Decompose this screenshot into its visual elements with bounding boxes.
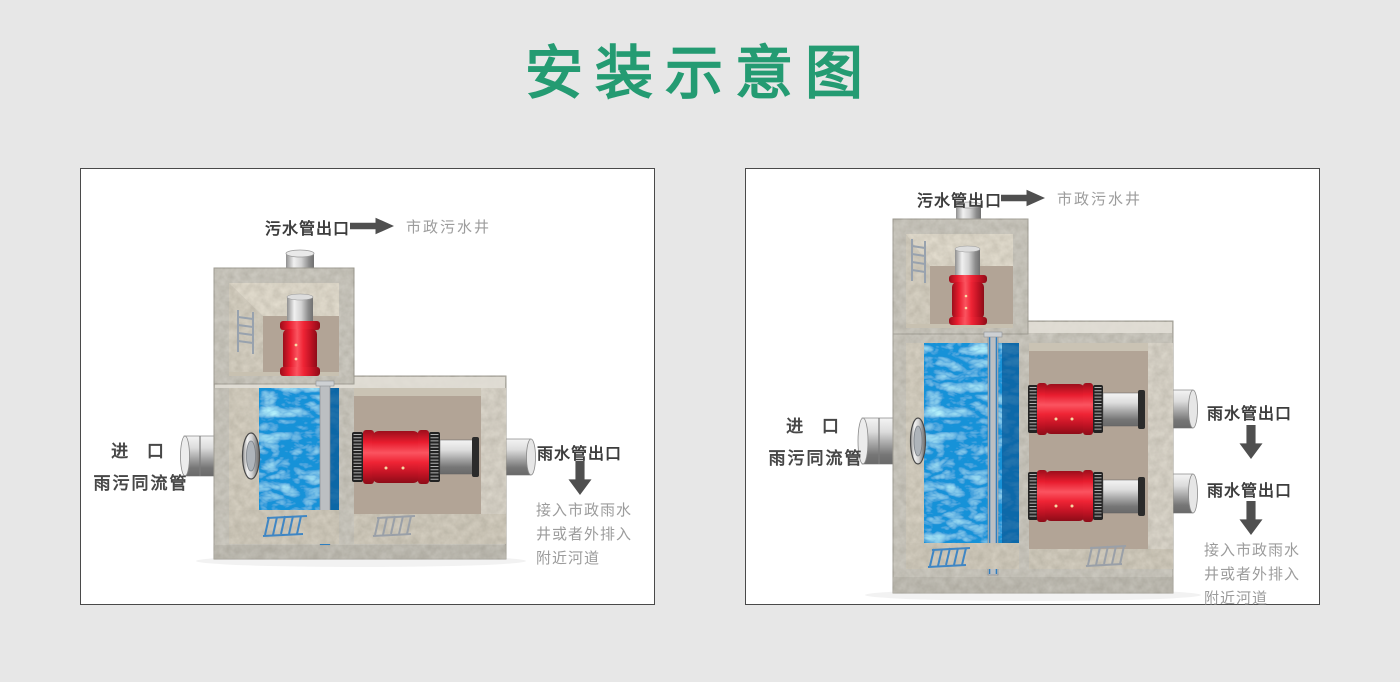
rain-outlet-label: 雨水管出口 bbox=[537, 446, 623, 463]
inlet-label: 进 口 雨污同流管 bbox=[89, 437, 193, 494]
rain-note-line2: 井或者外排入 bbox=[1204, 566, 1301, 583]
floor-ladder-icon bbox=[927, 547, 971, 568]
sewage-valve bbox=[949, 245, 987, 325]
rain-note-line3: 附近河道 bbox=[1204, 590, 1269, 607]
sewage-target-label: 市政污水井 bbox=[406, 219, 492, 236]
sewage-outlet-label: 污水管出口 bbox=[917, 193, 1003, 210]
inlet-label-line2: 雨污同流管 bbox=[768, 449, 864, 468]
rain-valve bbox=[352, 430, 479, 484]
water-chamber bbox=[229, 380, 339, 546]
rain-note-line1: 接入市政雨水 bbox=[1204, 542, 1301, 559]
inlet-pipe bbox=[857, 417, 895, 465]
rain-outlet-label-2: 雨水管出口 bbox=[1207, 483, 1293, 500]
rain-note-line2: 井或者外排入 bbox=[536, 526, 633, 543]
sewage-outlet-pipe bbox=[955, 201, 982, 221]
sewage-outlet-pipe bbox=[285, 249, 315, 270]
sewage-valve bbox=[280, 293, 320, 376]
rain-note-line1: 接入市政雨水 bbox=[536, 502, 633, 519]
diagram-panel-right: 污水管出口 市政污水井 进 口 雨污同流管 雨水管出口 雨水管出口 接入市政雨水… bbox=[745, 168, 1320, 607]
upper-chamber bbox=[892, 218, 1029, 335]
floor-ladder-icon bbox=[372, 515, 416, 537]
rain-note: 接入市政雨水 井或者外排入 附近河道 bbox=[536, 499, 648, 571]
water-chamber bbox=[906, 331, 1019, 576]
inlet-label-line1: 进 口 bbox=[786, 417, 846, 436]
left-installation-illustration bbox=[180, 249, 536, 567]
rain-valve-1 bbox=[1028, 383, 1145, 435]
inlet-label-line1: 进 口 bbox=[111, 442, 171, 461]
rain-note: 接入市政雨水 井或者外排入 附近河道 bbox=[1204, 539, 1316, 611]
bottom-wall bbox=[893, 577, 1173, 593]
floor-ladder-icon bbox=[262, 515, 308, 537]
wall-ladder-icon bbox=[237, 310, 254, 354]
rain-valve-2 bbox=[1028, 470, 1145, 522]
page-title: 安装示意图 bbox=[524, 41, 875, 106]
inlet-label-line2: 雨污同流管 bbox=[93, 474, 189, 493]
wall-ladder-icon bbox=[911, 239, 926, 283]
bottom-wall bbox=[214, 545, 506, 559]
diagram-panel-left: 污水管出口 市政污水井 进 口 雨污同流管 雨水管出口 接入市政雨水 井或者外排… bbox=[80, 168, 655, 605]
inlet-label: 进 口 雨污同流管 bbox=[766, 412, 866, 469]
rain-outlet-label-1: 雨水管出口 bbox=[1207, 406, 1293, 423]
upper-chamber bbox=[213, 267, 355, 385]
right-installation-illustration bbox=[857, 201, 1201, 601]
floor-ladder-icon bbox=[1085, 545, 1127, 567]
sewage-target-label: 市政污水井 bbox=[1057, 191, 1143, 208]
rain-note-line3: 附近河道 bbox=[536, 550, 601, 567]
inlet-port-flange bbox=[909, 417, 927, 465]
sewage-outlet-label: 污水管出口 bbox=[265, 221, 351, 238]
valve-chamber bbox=[1028, 343, 1173, 569]
inlet-port-flange bbox=[241, 432, 261, 480]
valve-chamber bbox=[352, 388, 506, 544]
